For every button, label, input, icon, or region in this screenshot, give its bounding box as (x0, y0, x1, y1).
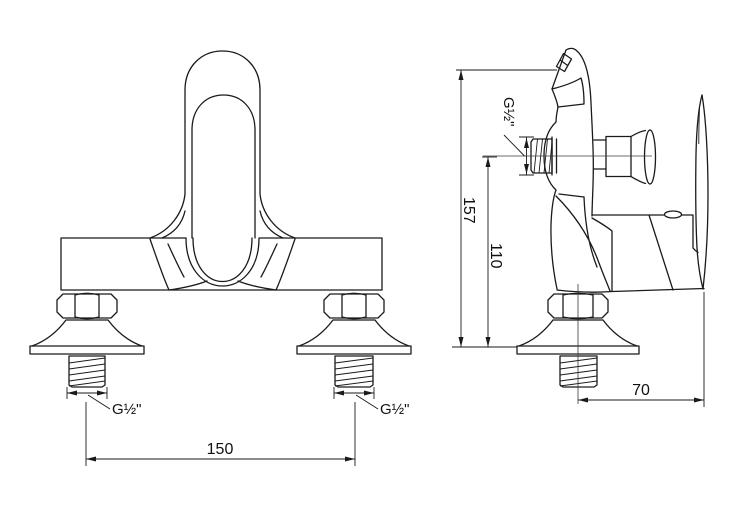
plate-seam (698, 107, 700, 145)
connector-screw (663, 210, 683, 219)
side-depth-dimension: 70 (578, 292, 705, 407)
side-view: 157 110 G½" 70 (452, 47, 709, 407)
arrow-up (485, 157, 491, 167)
flange-cone (298, 319, 410, 347)
side-lever-handle (551, 47, 594, 217)
arrow-up (458, 70, 464, 80)
front-flange-left (29, 319, 145, 355)
thread-label-right: G½" (380, 401, 410, 418)
flange-cone (31, 319, 143, 347)
body-fillets (555, 195, 613, 292)
flange-base (29, 345, 145, 355)
arrow-right (364, 390, 374, 396)
extension-lines (85, 402, 356, 466)
nut-facets (341, 292, 367, 320)
front-nut-right (323, 292, 385, 320)
arrow-left (86, 456, 96, 462)
side-total-height-dimension: 157 (456, 69, 557, 347)
front-handle-outer (149, 50, 296, 239)
side-thread-label: G½" (500, 97, 517, 127)
front-nut-left (56, 292, 118, 320)
arrow-left (334, 390, 344, 396)
thread-outline (334, 355, 374, 388)
body-bottom-edge (556, 287, 705, 293)
thread-outline (559, 355, 598, 388)
lever-band (551, 77, 585, 108)
thread-hatching (334, 357, 374, 387)
front-saddle-left (149, 238, 208, 291)
front-thread-dim-left: G½" (66, 387, 142, 418)
thread-hatching (68, 357, 106, 387)
flange-base (516, 345, 640, 355)
leader-line (87, 394, 111, 410)
nut-facets (562, 292, 594, 320)
front-width-dimension: 150 (85, 402, 356, 466)
arrow-right (694, 397, 704, 403)
arrow-up (524, 138, 529, 148)
depth-dim-text: 70 (632, 382, 650, 399)
front-view: G½" G½" 150 (29, 50, 412, 466)
thread-outline (68, 355, 106, 388)
side-body (543, 106, 705, 293)
arrow-down (524, 164, 529, 174)
thread-hatching (559, 357, 598, 387)
front-saddle-right (237, 238, 296, 291)
knob-stem (593, 139, 607, 170)
nut-outline (323, 293, 385, 319)
arrow-right (97, 390, 107, 396)
arrow-down (485, 337, 491, 347)
front-thread-right (334, 355, 374, 388)
front-handle-inner (191, 94, 256, 239)
thread-label-left: G½" (112, 401, 142, 418)
front-handle-socket-inner (192, 237, 253, 283)
leader-line (503, 134, 525, 157)
plate-inner-edge (695, 94, 704, 290)
front-handle-flare-left (161, 210, 186, 239)
side-outlet-thread-dimension: G½" (500, 97, 534, 176)
side-thread (559, 355, 598, 388)
front-handle-socket-outer (185, 237, 260, 287)
total-height-text: 157 (460, 197, 477, 224)
width-dim-text: 150 (207, 441, 234, 458)
connector-outline (591, 214, 699, 291)
outlet-height-text: 110 (487, 243, 504, 269)
plate-outer-edge (701, 94, 709, 290)
nut-outline (56, 293, 118, 319)
thread-outline (530, 138, 553, 174)
lever-button (555, 52, 573, 73)
arrow-down (458, 337, 464, 347)
knob-cap-face (643, 129, 657, 185)
arrow-left (67, 390, 77, 396)
body-front-edge (543, 106, 559, 290)
front-flange-right (296, 319, 412, 355)
flange-base (296, 345, 412, 355)
knob-cap (630, 129, 647, 185)
front-body-bar (60, 237, 383, 291)
side-wall-plate (591, 94, 709, 291)
knob-body (605, 135, 632, 178)
side-outlet-height-dimension: 110 (482, 156, 504, 347)
arrow-right (345, 456, 355, 462)
leader-line (355, 394, 379, 410)
front-thread-dim-right: G½" (333, 387, 410, 418)
nut-facets (74, 292, 100, 320)
lever-outline (551, 47, 594, 217)
side-diverter-knob (593, 129, 657, 185)
side-nut (547, 292, 609, 320)
arrow-left (578, 397, 588, 403)
front-thread-left (68, 355, 106, 388)
front-handle-flare-right (259, 210, 284, 239)
body-seams (558, 193, 585, 198)
